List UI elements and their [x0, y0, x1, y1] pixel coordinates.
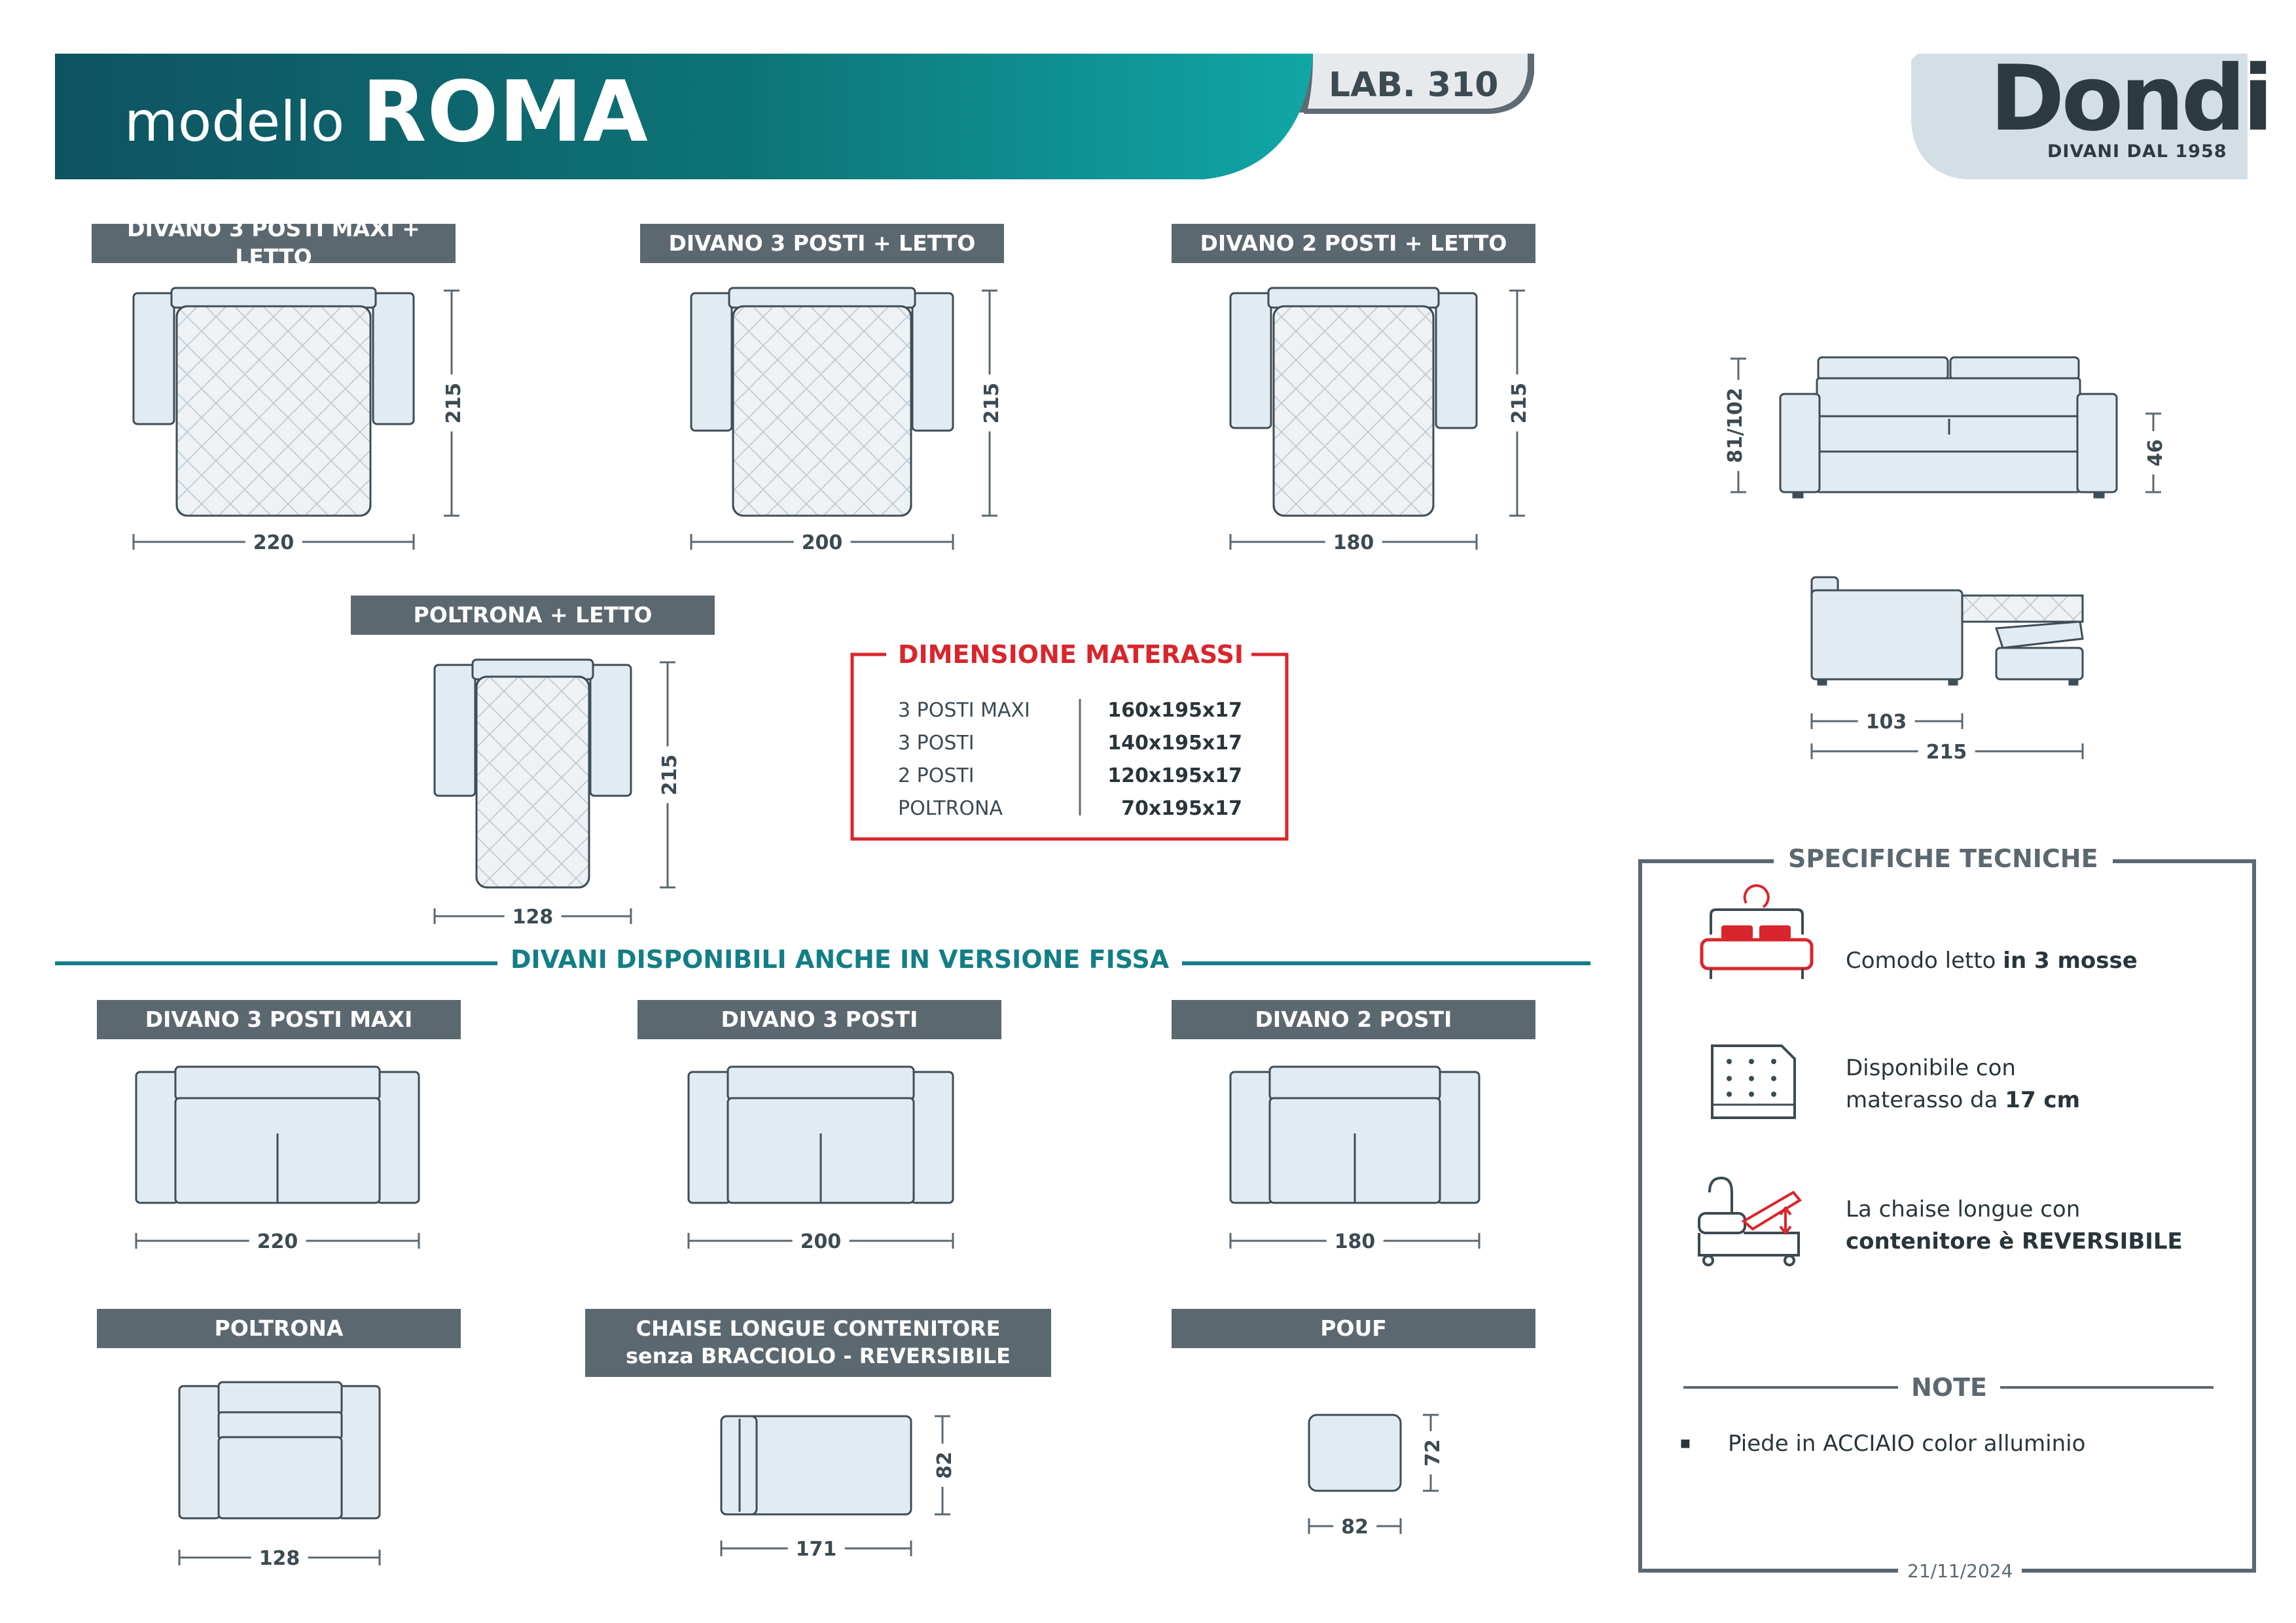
dim-chaise-depth: 82 — [933, 1444, 956, 1487]
mattress-icon — [1711, 1044, 1796, 1119]
title-band — [55, 54, 1313, 179]
mattress-row-4-size: 70x195x17 — [1121, 797, 1242, 820]
note-item: Piede in ACCIAIO color alluminio — [1728, 1431, 2086, 1457]
dim-sofa-bed-3-width: 180 — [1325, 533, 1382, 553]
dim-seat-height: 46 — [2144, 431, 2167, 474]
dim-fixed-2-width: 200 — [792, 1232, 850, 1252]
spec-item-mattress: Disponibile con materasso da 17 cm — [1846, 1055, 2081, 1114]
label-chaise-longue-line1: CHAISE LONGUE CONTENITORE — [636, 1316, 1001, 1342]
label-chaise-longue: CHAISE LONGUE CONTENITORE senza BRACCIOL… — [585, 1309, 1051, 1377]
mattress-row-3-size: 120x195x17 — [1107, 764, 1242, 787]
mattress-title: DIMENSIONE MATERASSI — [890, 640, 1252, 669]
dim-closed-depth: 103 — [1857, 713, 1915, 732]
label-sofa-bed-2-posti: DIVANO 2 POSTI + LETTO — [1172, 224, 1535, 263]
dim-fixed-armchair-width: 128 — [251, 1549, 308, 1569]
armchair-bed-drawing — [433, 658, 632, 889]
label-chaise-longue-line2: senza BRACCIOLO - REVERSIBILE — [625, 1344, 1011, 1368]
dim-armchair-bed-depth: 215 — [658, 746, 681, 804]
dim-sofa-bed-1-width: 220 — [245, 533, 302, 553]
sofa-side-front-view — [1779, 356, 2118, 499]
model-prefix: modello — [124, 90, 345, 154]
label-fixed-armchair: POLTRONA — [97, 1309, 461, 1348]
label-fixed-3-posti: DIVANO 3 POSTI — [637, 1000, 1001, 1039]
dim-fixed-1-width: 220 — [249, 1232, 306, 1252]
brand-tagline: DIVANI DAL 1958 — [2047, 141, 2227, 162]
dim-pouf-width: 82 — [1333, 1518, 1376, 1537]
dim-sofa-bed-2-depth: 215 — [980, 374, 1003, 432]
dim-sofa-bed-1-depth: 215 — [442, 374, 465, 432]
sofa-bed-2-posti-drawing — [1229, 287, 1478, 517]
lab-code: LAB. 310 — [1329, 65, 1499, 105]
dim-chaise-width: 171 — [787, 1540, 845, 1560]
sofa-bed-open-profile — [1810, 576, 2084, 686]
label-armchair-bed: POLTRONA + LETTO — [351, 596, 715, 635]
label-sofa-bed-3-posti-maxi: DIVANO 3 POSTI MAXI + LETTO — [92, 216, 456, 270]
mattress-row-3-name: 2 POSTI — [898, 764, 975, 787]
fixed-sofa-3-posti-drawing — [687, 1065, 954, 1204]
bed-icon — [1700, 884, 1814, 979]
sofa-bed-3-posti-maxi-drawing — [132, 287, 415, 517]
spec-item-bed: Comodo letto in 3 mosse — [1846, 948, 2138, 974]
fixed-armchair-drawing — [178, 1381, 381, 1520]
chaise-storage-icon — [1698, 1176, 1803, 1266]
dim-pouf-depth: 72 — [1422, 1431, 1444, 1474]
dim-open-depth: 215 — [1918, 743, 1975, 762]
mattress-row-2-name: 3 POSTI — [898, 732, 975, 755]
dim-armchair-bed-width: 128 — [504, 908, 562, 927]
chaise-longue-drawing — [720, 1415, 912, 1516]
mattress-row-1-size: 160x195x17 — [1107, 699, 1242, 722]
dim-height: 81/102 — [1724, 380, 1747, 471]
logo-panel — [1911, 54, 2248, 179]
brand-logo: Dondi — [1990, 46, 2274, 151]
sofa-bed-3-posti-drawing — [690, 287, 954, 517]
label-fixed-2-posti: DIVANO 2 POSTI — [1172, 1000, 1535, 1039]
pouf-drawing — [1308, 1414, 1402, 1492]
dim-sofa-bed-2-width: 200 — [793, 533, 851, 553]
mattress-row-2-size: 140x195x17 — [1107, 732, 1242, 755]
specs-title: SPECIFICHE TECNICHE — [1774, 844, 2113, 873]
dim-fixed-3-width: 180 — [1326, 1232, 1384, 1252]
fixed-sofa-2-posti-drawing — [1229, 1065, 1480, 1204]
notes-title: NOTE — [1898, 1373, 2000, 1402]
dim-sofa-bed-3-depth: 215 — [1508, 374, 1531, 432]
label-pouf: POUF — [1172, 1309, 1535, 1348]
model-name: ROMA — [362, 63, 649, 161]
model-title: modello ROMA — [124, 71, 649, 154]
fixed-section-title: DIVANI DISPONIBILI ANCHE IN VERSIONE FIS… — [497, 945, 1183, 974]
document-date: 21/11/2024 — [1898, 1560, 2022, 1582]
mattress-box-frame — [850, 652, 1289, 841]
label-sofa-bed-3-posti: DIVANO 3 POSTI + LETTO — [640, 224, 1004, 263]
note-bullet: ▪ — [1679, 1433, 1691, 1453]
mattress-row-4-name: POLTRONA — [898, 797, 1003, 820]
mattress-row-1-name: 3 POSTI MAXI — [898, 699, 1030, 722]
fixed-sofa-3-posti-maxi-drawing — [135, 1065, 420, 1204]
spec-item-chaise: La chaise longue con contenitore è REVER… — [1846, 1196, 2183, 1255]
label-fixed-3-posti-maxi: DIVANO 3 POSTI MAXI — [97, 1000, 461, 1039]
